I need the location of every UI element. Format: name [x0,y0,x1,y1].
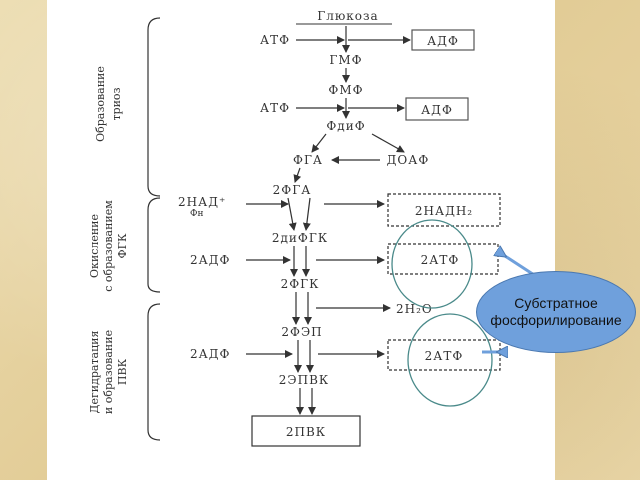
node-2pvk: 2ПВК [286,425,326,439]
svg-text:Образование: Образование [94,66,107,142]
highlight-ellipse-atf-2 [407,313,493,407]
node-fmf: ФМФ [328,83,363,97]
node-2fgk: 2ФГК [281,277,320,291]
svg-text:с образованием: с образованием [102,200,115,292]
node-2pvk-box [251,415,361,447]
node-2difgk: 2диФГК [272,231,328,245]
output-adf-2-box [405,97,469,121]
svg-text:ПВК: ПВК [116,358,129,385]
node-2fep: 2ФЭП [281,325,322,339]
stage1-label: Образование триоз [94,66,123,142]
stage-brackets [147,17,161,441]
highlight-ellipse-atf-1 [391,219,473,309]
main-arrows [287,26,405,415]
node-doaf: ДОАФ [387,153,430,167]
input-atf-2: АТФ [260,101,290,115]
node-fga: ФГА [293,153,323,167]
stage2-label: Окисление с образованием ФГК [88,200,129,292]
output-2h2o: 2Н₂О [396,302,433,316]
output-arrows [316,36,411,358]
svg-text:ФГК: ФГК [116,233,129,258]
node-glucose: Глюкоза [317,9,378,23]
svg-text:триоз: триоз [110,87,123,120]
output-adf-2: АДФ [421,103,453,117]
stage3-label: Дегидратация и образование ПВК [88,330,129,414]
output-nadh-box [387,193,501,227]
input-arrows [246,36,345,358]
input-2nad: 2НАД⁺ [178,195,226,209]
node-fdif: ФдиФ [326,119,365,133]
svg-text:Дегидратация: Дегидратация [88,330,101,413]
input-2adf-1: 2АДФ [190,253,230,267]
node-2fga: 2ФГА [273,183,312,197]
svg-text:Окисление: Окисление [88,214,101,278]
output-2atf-1: 2АТФ [421,253,460,267]
input-fn: Фн [190,209,203,219]
output-2atf-2: 2АТФ [425,349,464,363]
output-2nadh: 2НАДН₂ [415,204,473,218]
svg-text:и образование: и образование [102,330,115,414]
substrate-phosphorylation-callout: Субстратное фосфорилирование [476,271,636,353]
node-gmf: ГМФ [329,53,362,67]
callout-text: Субстратное фосфорилирование [490,295,622,328]
input-atf-1: АТФ [260,33,290,47]
node-2epvk: 2ЭПВК [279,373,329,387]
output-adf-1: АДФ [427,34,459,48]
output-atf-1-box [387,243,499,275]
input-2adf-2: 2АДФ [190,347,230,361]
output-adf-1-box [411,29,475,51]
